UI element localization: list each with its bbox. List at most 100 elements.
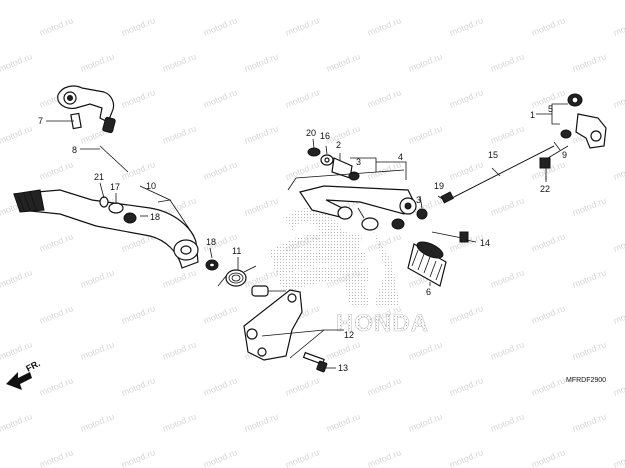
callout-2: 2 bbox=[336, 140, 341, 150]
watermark-text: motod.ru bbox=[0, 123, 34, 146]
watermark-text: motod.ru bbox=[366, 87, 403, 110]
watermark-text: motod.ru bbox=[79, 0, 116, 2]
watermark-text: motod.ru bbox=[284, 87, 321, 110]
callout-3-upper: 3 bbox=[356, 157, 361, 167]
honda-brand-text: HONDA bbox=[336, 310, 429, 337]
watermark-text: motod.ru bbox=[284, 159, 321, 182]
callout-labels: 1 2 3 3 4 5 6 7 8 9 10 11 12 13 14 15 16… bbox=[38, 104, 567, 373]
callout-3-right: 3 bbox=[416, 195, 421, 205]
callout-4: 4 bbox=[398, 152, 403, 162]
watermark-text: motod.ru bbox=[530, 15, 567, 38]
watermark-text: motod.ru bbox=[407, 339, 444, 362]
watermark-text: motod.ru bbox=[366, 15, 403, 38]
watermark-text: motod.ru bbox=[38, 159, 75, 182]
honda-wing-logo: HONDA bbox=[268, 207, 429, 337]
watermark-text: motod.ru bbox=[612, 375, 625, 398]
watermark-text: motod.ru bbox=[489, 0, 526, 2]
watermark-text: motod.ru bbox=[448, 303, 485, 326]
watermark-text: motod.ru bbox=[38, 375, 75, 398]
watermark-text: motod.ru bbox=[161, 267, 198, 290]
watermark-text: motod.ru bbox=[489, 195, 526, 218]
tie-rod-part-15 bbox=[440, 145, 555, 204]
watermark-text: motod.ru bbox=[407, 123, 444, 146]
watermark-text: motod.ru bbox=[243, 123, 280, 146]
callout-13: 13 bbox=[338, 363, 348, 373]
callout-21: 21 bbox=[94, 172, 104, 182]
watermark-text: motod.ru bbox=[79, 51, 116, 74]
shift-arm-part-7 bbox=[57, 85, 129, 173]
watermark-text: motod.ru bbox=[489, 411, 526, 434]
watermark-text: motod.ru bbox=[243, 51, 280, 74]
watermark-text: motod.ru bbox=[530, 231, 567, 254]
watermark-text: motod.ru bbox=[202, 303, 239, 326]
watermark-text: motod.ru bbox=[161, 339, 198, 362]
watermark-text: motod.ru bbox=[612, 87, 625, 110]
watermark-text: motod.ru bbox=[38, 15, 75, 38]
front-direction-arrow: FR. bbox=[6, 358, 42, 390]
callout-16: 16 bbox=[320, 131, 330, 141]
watermark-text: motod.ru bbox=[448, 447, 485, 468]
watermark-text: motod.ru bbox=[161, 0, 198, 2]
watermark-text: motod.ru bbox=[284, 15, 321, 38]
callout-19: 19 bbox=[434, 181, 444, 191]
watermark-text: motod.ru bbox=[489, 51, 526, 74]
callout-12: 12 bbox=[344, 330, 354, 340]
watermark-text: motod.ru bbox=[407, 411, 444, 434]
watermark-text: motod.ru bbox=[530, 375, 567, 398]
watermark-text: motod.ru bbox=[0, 339, 34, 362]
callout-18-lower: 18 bbox=[206, 237, 216, 247]
watermark-text: motod.ru bbox=[0, 0, 34, 2]
callout-5: 5 bbox=[548, 104, 553, 114]
watermark-text: motod.ru bbox=[0, 411, 34, 434]
watermark-text: motod.ru bbox=[202, 87, 239, 110]
watermark-text: motod.ru bbox=[325, 51, 362, 74]
watermark-text: motod.ru bbox=[161, 123, 198, 146]
watermark-text: motod.ru bbox=[612, 447, 625, 468]
watermark-text: motod.ru bbox=[38, 303, 75, 326]
callout-22: 22 bbox=[540, 184, 550, 194]
watermark-text: motod.ru bbox=[612, 231, 625, 254]
watermark-text: motod.ru bbox=[571, 339, 608, 362]
watermark-text: motod.ru bbox=[571, 411, 608, 434]
watermark-text: motod.ru bbox=[0, 51, 34, 74]
watermark-text: motod.ru bbox=[243, 0, 280, 2]
watermark-text: motod.ru bbox=[489, 123, 526, 146]
watermark-text: motod.ru bbox=[530, 447, 567, 468]
callout-1: 1 bbox=[530, 110, 535, 120]
callout-18-upper: 18 bbox=[150, 212, 160, 222]
watermark-text: motod.ru bbox=[366, 375, 403, 398]
return-spring-part-11 bbox=[217, 265, 257, 287]
watermark-text: motod.ru bbox=[38, 231, 75, 254]
front-arrow-label: FR. bbox=[24, 358, 41, 374]
watermark-text: motod.ru bbox=[202, 159, 239, 182]
watermark-text: motod.ru bbox=[243, 411, 280, 434]
watermark-text: motod.ru bbox=[407, 51, 444, 74]
watermark-text: motod.ru bbox=[284, 375, 321, 398]
watermark-text: motod.ru bbox=[202, 375, 239, 398]
callout-20: 20 bbox=[306, 128, 316, 138]
link-rod-part-4 bbox=[299, 185, 428, 231]
watermark-text: motod.ru bbox=[120, 447, 157, 468]
watermark-text: motod.ru bbox=[530, 303, 567, 326]
watermark-text: motod.ru bbox=[38, 447, 75, 468]
gearshift-pedal-part-10 bbox=[13, 189, 219, 271]
watermark-text: motod.ru bbox=[448, 87, 485, 110]
watermark-text: motod.ru bbox=[161, 411, 198, 434]
watermark-text: motod.ru bbox=[0, 267, 34, 290]
watermark-text: motod.ru bbox=[407, 0, 444, 2]
bracket-part-12 bbox=[243, 285, 303, 361]
watermark-text: motod.ru bbox=[202, 447, 239, 468]
watermark-text: motod.ru bbox=[79, 411, 116, 434]
callout-7: 7 bbox=[38, 116, 43, 126]
watermark-text: motod.ru bbox=[79, 267, 116, 290]
figure-code: MFRDF2900 bbox=[566, 377, 606, 384]
small-parts-2-16-20 bbox=[307, 147, 360, 181]
watermark-text: motod.ru bbox=[366, 447, 403, 468]
callout-11: 11 bbox=[232, 246, 241, 256]
watermark-text: motod.ru bbox=[448, 159, 485, 182]
watermark-text: motod.ru bbox=[612, 159, 625, 182]
watermark-text: motod.ru bbox=[571, 195, 608, 218]
watermark-text: motod.ru bbox=[571, 51, 608, 74]
watermark-text: motod.ru bbox=[284, 447, 321, 468]
